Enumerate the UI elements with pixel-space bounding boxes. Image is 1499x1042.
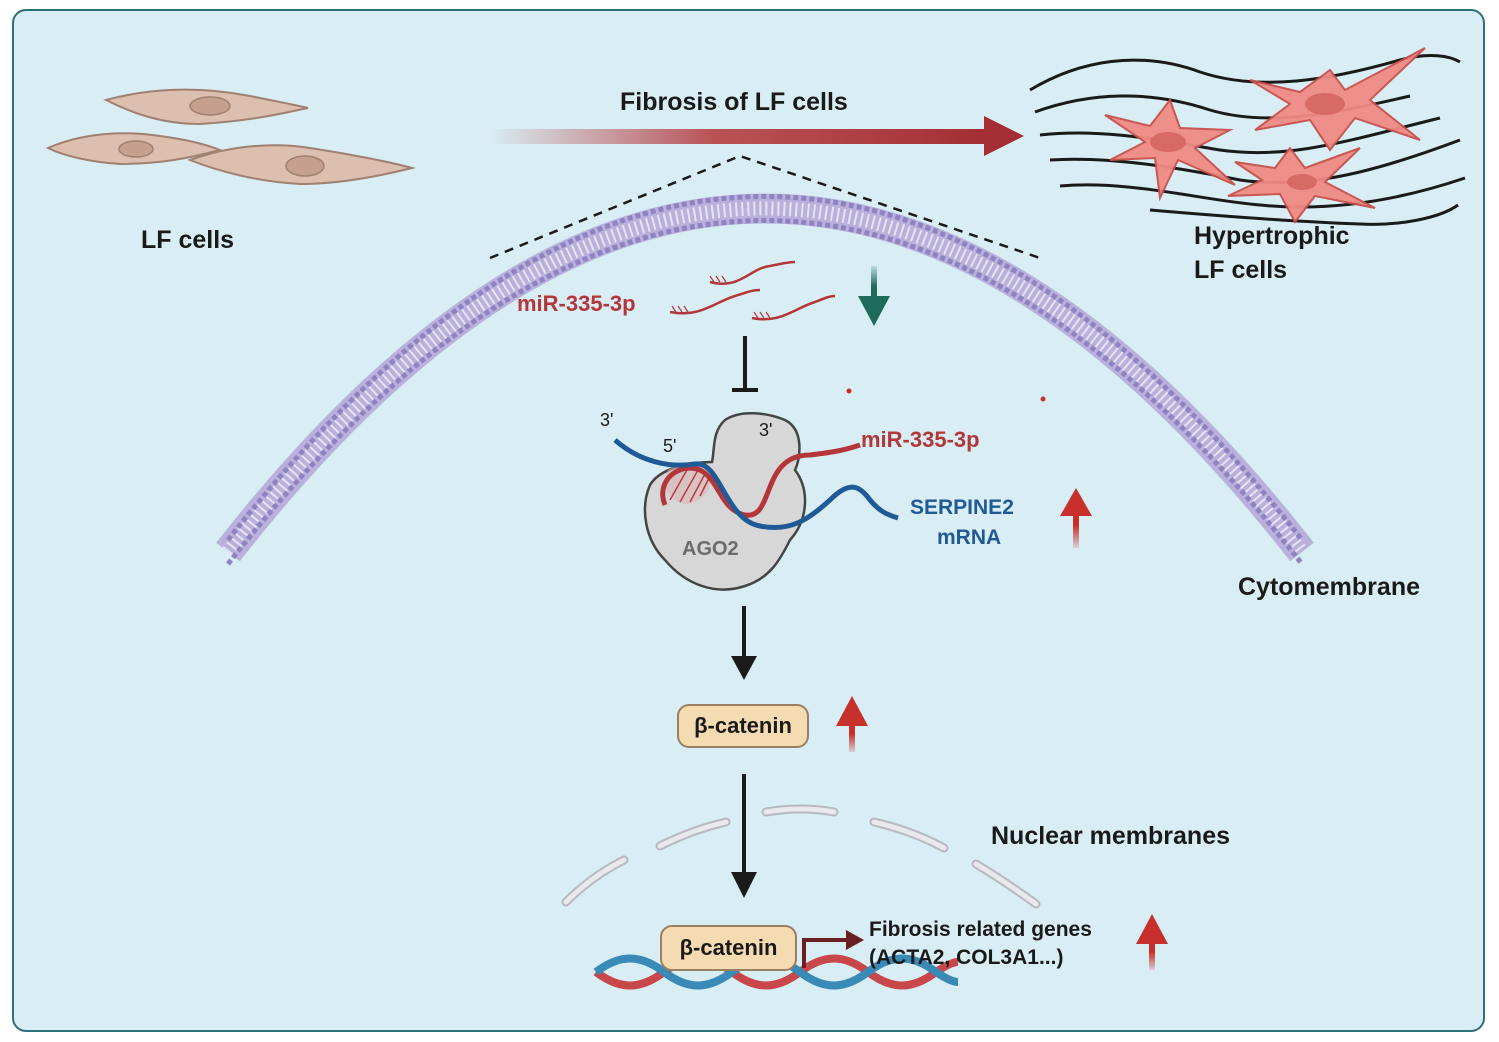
dna-helix (593, 954, 959, 990)
red-dot (1040, 396, 1046, 402)
hypertrophic-label-line1: Hypertrophic (1194, 222, 1350, 250)
lf-cells-label: LF cells (141, 226, 235, 254)
hypertrophic-cells-illustration (1029, 47, 1466, 226)
black-arrow (731, 774, 757, 898)
serpine2-up-arrow (1060, 488, 1092, 548)
beta-catenin-cytoplasm: β-catenin (677, 704, 809, 748)
fibrosis-arrow (488, 116, 1024, 156)
three-prime-left-label: 3' (600, 410, 614, 430)
fibrosis-title: Fibrosis of LF cells (620, 88, 848, 116)
cytomembrane-label: Cytomembrane (1238, 573, 1420, 601)
mirna-strands (669, 260, 836, 321)
serpine2-label-line1: SERPINE2 (910, 496, 1014, 519)
beta-catenin-nucleus: β-catenin (660, 925, 797, 971)
fibrosis-genes-label-line2: (ACTA2, COL3A1...) (869, 946, 1064, 969)
mirna-label-complex: miR-335-3p (861, 427, 980, 452)
mirna-down-arrow (858, 266, 890, 326)
transcription-arrow (802, 930, 864, 968)
mirna-label-top: miR-335-3p (517, 291, 636, 316)
black-arrow (731, 606, 757, 680)
three-prime-right-label: 3' (759, 420, 773, 440)
nuclear-membranes-arc (561, 804, 1041, 909)
cytomembrane-arc (216, 193, 1314, 566)
fibrosis-genes-label-line1: Fibrosis related genes (869, 918, 1092, 941)
ago2-complex (613, 412, 899, 591)
hypertrophic-label-line2: LF cells (1194, 256, 1288, 284)
five-prime-label: 5' (663, 436, 677, 456)
serpine2-label-line2: mRNA (937, 526, 1002, 549)
beta-catenin-up-arrow (836, 696, 868, 752)
zoom-lines (489, 154, 1041, 260)
red-dot (846, 388, 852, 394)
lf-cells-illustration (45, 88, 416, 186)
inhibition-symbol (732, 336, 758, 392)
genes-up-arrow (1136, 914, 1168, 970)
nuclear-membranes-label: Nuclear membranes (991, 822, 1231, 850)
ago2-label: AGO2 (682, 538, 739, 560)
